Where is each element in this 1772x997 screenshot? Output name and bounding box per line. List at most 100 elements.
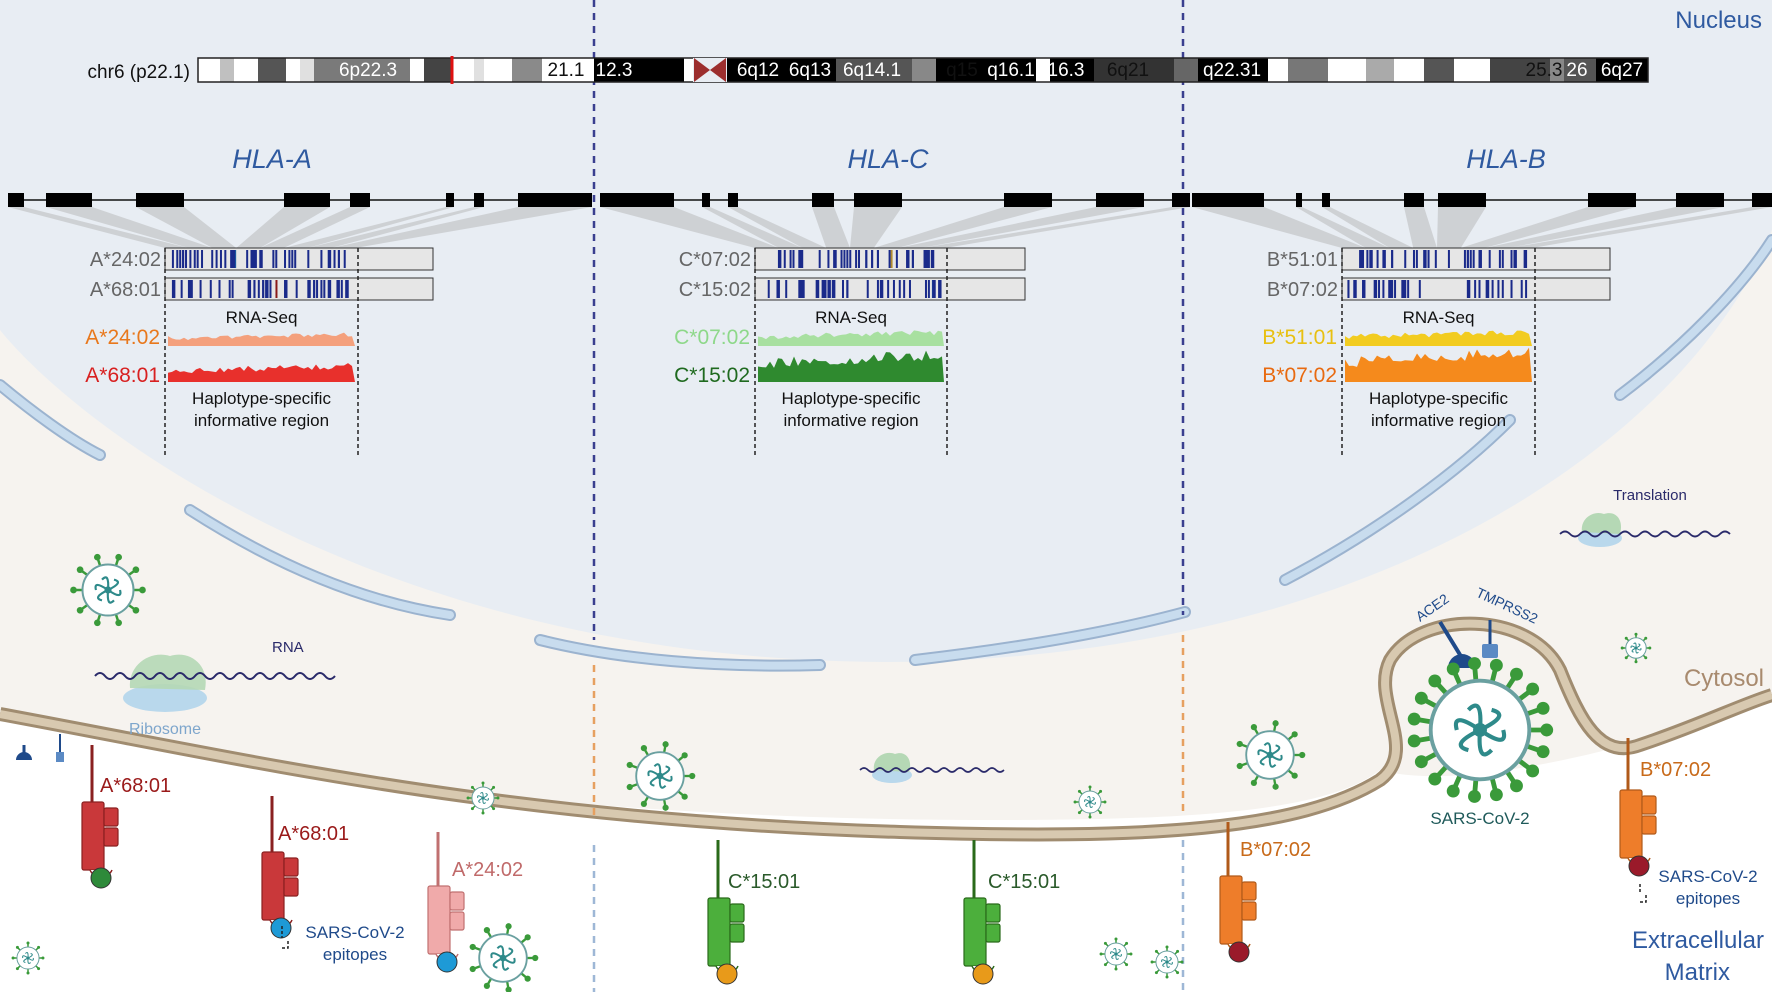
chromosome-band <box>684 58 694 82</box>
chromosome-band <box>1268 58 1288 82</box>
rnaseq-label: RNA-Seq <box>226 308 298 327</box>
gene-panel-hla-a: HLA-AA*24:02A*68:01RNA-SeqA*24:02A*68:01… <box>8 144 592 455</box>
mhc-molecule: B*07:02 <box>1619 738 1711 877</box>
chromosome-band-label: 6q12 <box>737 60 779 81</box>
envelope-segment <box>0 381 104 459</box>
rna-strand <box>94 672 336 680</box>
variant-stripe <box>926 250 929 268</box>
tmprss2-receptor <box>1482 620 1498 658</box>
mhc-molecule: C*15:01 <box>963 840 1060 985</box>
chromosome-band <box>314 58 410 82</box>
exon <box>350 193 370 207</box>
peptide <box>1628 855 1650 877</box>
virus-icon <box>626 741 696 811</box>
allele-bar <box>1341 247 1611 271</box>
exon <box>136 193 184 207</box>
gene-title: HLA-A <box>232 144 312 174</box>
variant-stripe <box>189 280 192 298</box>
rna-strand <box>859 767 1005 773</box>
variant-stripe <box>246 250 249 268</box>
mhc-label: A*24:02 <box>452 859 523 881</box>
coverage-label: B*51:01 <box>1262 326 1337 349</box>
variant-stripe <box>1369 250 1372 268</box>
chromosome-band-label: 12.3 <box>596 60 633 81</box>
allele-bar <box>754 277 1026 301</box>
rnaseq-label: RNA-Seq <box>1403 308 1475 327</box>
chromosome-band <box>1050 58 1094 82</box>
variant-stripe <box>291 250 294 268</box>
variant-stripe <box>903 280 906 298</box>
exon <box>8 193 24 207</box>
variant-stripe <box>831 280 834 298</box>
exon <box>446 193 454 207</box>
chromosome-band <box>1490 58 1550 82</box>
variant-stripe <box>767 280 770 298</box>
chromosome-band <box>1198 58 1268 82</box>
variant-stripe <box>858 250 861 268</box>
exon <box>1404 193 1424 207</box>
variant-stripe <box>253 280 256 298</box>
variant-stripe <box>247 280 250 298</box>
region-label: Haplotype-specific <box>1369 389 1508 408</box>
virus-icon <box>11 941 45 975</box>
variant-stripe <box>260 250 263 268</box>
variant-stripe <box>257 280 260 298</box>
variant-stripe <box>1487 280 1490 298</box>
nuclear-envelope <box>0 234 1772 672</box>
allele-bar <box>164 247 434 271</box>
variant-stripe <box>1523 250 1526 268</box>
ribosome <box>123 654 207 712</box>
exon <box>1676 193 1724 207</box>
variant-stripe <box>1491 280 1494 298</box>
variant-stripe <box>801 250 804 268</box>
chromosome-band-label: 6q14.1 <box>843 60 901 81</box>
variant-stripe <box>340 280 343 298</box>
chromosome-band <box>1328 58 1366 82</box>
variant-stripe <box>777 280 780 298</box>
chromosome-band <box>484 58 512 82</box>
epitopes-label-b: SARS-CoV-2 <box>1658 867 1757 886</box>
variant-stripe <box>1525 280 1528 298</box>
exon-projection <box>283 207 454 248</box>
variant-stripe <box>1383 250 1386 268</box>
exon-projection <box>1404 207 1437 248</box>
centromere-right <box>710 58 726 82</box>
variant-stripe <box>846 250 849 268</box>
variant-stripe <box>1447 250 1450 268</box>
chromosome-band <box>1454 58 1490 82</box>
exon-projection <box>1460 207 1636 248</box>
virus-particles <box>11 553 1652 993</box>
variant-stripe <box>1402 280 1405 298</box>
variant-stripe <box>1354 280 1357 298</box>
mhc-domain <box>103 827 119 847</box>
chromosome-band-label: q16.1 <box>987 60 1035 81</box>
chromosome-band <box>1550 58 1564 82</box>
variant-stripe <box>855 250 858 268</box>
variant-stripe <box>1472 250 1475 268</box>
variant-stripe <box>834 250 837 268</box>
variant-stripe <box>327 250 330 268</box>
variant-stripe <box>815 280 818 298</box>
variant-stripe <box>1375 280 1378 298</box>
variant-stripe <box>866 280 869 298</box>
epitopes-label-a: SARS-CoV-2 <box>305 923 404 942</box>
coverage-track <box>1345 347 1532 382</box>
variant-stripe <box>1463 250 1466 268</box>
peptide <box>1228 941 1250 963</box>
centromere-left <box>694 58 710 82</box>
virus-icon <box>466 781 500 815</box>
variant-stripe <box>798 250 801 268</box>
variant-stripe <box>1498 250 1501 268</box>
variant-stripe <box>779 250 782 268</box>
variant-stripe <box>284 280 287 298</box>
peptide <box>716 963 738 985</box>
chromosome-band <box>1036 58 1050 82</box>
chromosome-band-label: 26 <box>1566 60 1587 81</box>
exon-projection <box>46 207 213 248</box>
variant-stripe <box>1485 280 1488 298</box>
virus-icon <box>1407 657 1554 803</box>
nucleus-label: Nucleus <box>1675 7 1762 34</box>
sars-cov-2-label: SARS-CoV-2 <box>1430 809 1529 828</box>
coverage-label: A*68:01 <box>85 364 160 387</box>
variant-stripe <box>1388 280 1391 298</box>
